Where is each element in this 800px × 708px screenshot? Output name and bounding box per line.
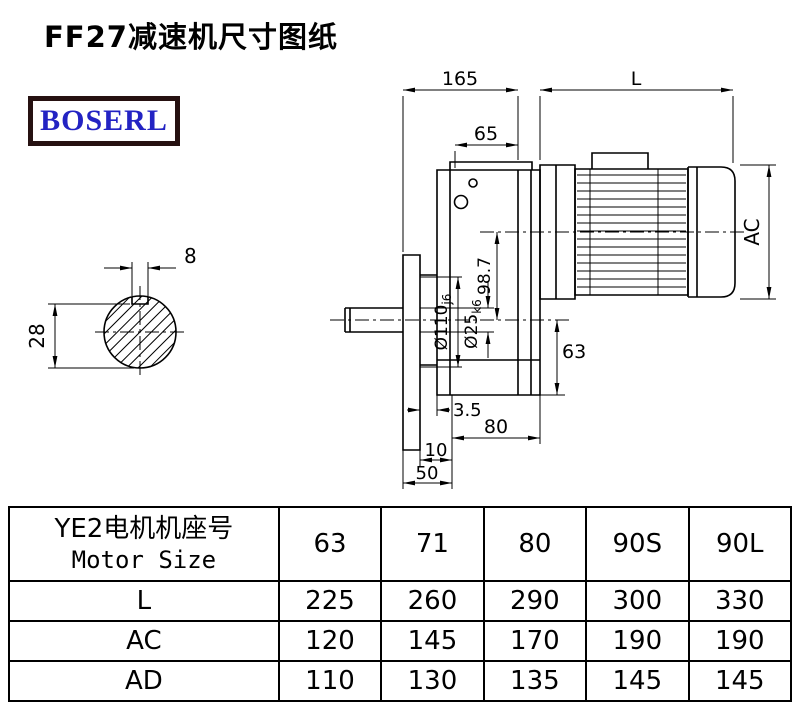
table-cell: 260	[380, 580, 485, 622]
motor-size-table: YE2电机机座号 Motor Size 63 71 80 90S 90L L 2…	[8, 506, 793, 702]
dimension-lines	[52, 87, 772, 486]
row-label-AC: AC	[8, 620, 280, 662]
housing-joints	[437, 170, 540, 395]
column-header-90L: 90L	[687, 506, 793, 582]
table-cell: 120	[277, 620, 383, 662]
housing-top-cap	[449, 161, 533, 170]
table-header-row: YE2电机机座号 Motor Size 63 71 80 90S 90L	[8, 506, 793, 582]
gearbox-dimension-drawing: 165 L 65 AC 8 28 Ø110j6 Ø25k6 98.7 63 3.…	[25, 68, 776, 489]
dim-label-L: L	[631, 68, 642, 90]
table-row-AC: AC 120 145 170 190 190	[8, 620, 793, 662]
dim-label-d25: Ø25k6	[462, 299, 484, 349]
dim-label-AC: AC	[740, 218, 764, 245]
motor-terminal-box	[591, 152, 649, 169]
dim-label-28: 28	[25, 323, 49, 348]
header-motor-size: YE2电机机座号 Motor Size	[8, 506, 280, 582]
column-header-90S: 90S	[585, 506, 690, 582]
housing-bolt-hole	[453, 194, 469, 210]
dim-label-10: 10	[425, 440, 448, 461]
dim-label-50: 50	[416, 463, 439, 484]
dim-label-63: 63	[562, 341, 586, 363]
table-cell: 130	[380, 660, 485, 702]
table-cell: 330	[687, 580, 793, 622]
header-motor-size-cn: YE2电机机座号	[54, 514, 234, 545]
table-cell: 190	[687, 620, 793, 662]
dim-label-165: 165	[442, 68, 478, 90]
table-row-L: L 225 260 290 300 330	[8, 580, 793, 622]
table-cell: 300	[585, 580, 690, 622]
table-cell: 290	[482, 580, 588, 622]
column-header-80: 80	[482, 506, 588, 582]
dim-label-98-7: 98.7	[475, 257, 495, 295]
table-cell: 225	[277, 580, 383, 622]
dim-label-3-5: 3.5	[453, 400, 482, 421]
dim-label-80: 80	[484, 416, 508, 438]
table-row-AD: AD 110 130 135 145 145	[8, 660, 793, 702]
column-header-63: 63	[277, 506, 383, 582]
row-label-AD: AD	[8, 660, 280, 702]
housing-bolt-hole-small	[468, 178, 478, 188]
boserl-logo: BOSERL	[28, 96, 180, 146]
table-cell: 190	[585, 620, 690, 662]
row-label-L: L	[8, 580, 280, 622]
detail-lines	[103, 169, 686, 369]
table-cell: 145	[687, 660, 793, 702]
dimension-labels: 165 L 65 AC 8 28 Ø110j6 Ø25k6 98.7 63 3.…	[25, 68, 764, 484]
table-cell: 145	[380, 620, 485, 662]
extension-lines	[48, 96, 776, 489]
dim-label-d110: Ø110j6	[432, 294, 454, 351]
header-motor-size-en: Motor Size	[71, 545, 217, 574]
table-cell: 135	[482, 660, 588, 702]
bearing-hub	[420, 274, 437, 366]
table-cell: 145	[585, 660, 690, 702]
part-outlines	[103, 152, 736, 451]
page-title: FF27减速机尺寸图纸	[44, 20, 338, 54]
column-header-71: 71	[380, 506, 485, 582]
table-cell: 110	[277, 660, 383, 702]
table-cell: 170	[482, 620, 588, 662]
dim-label-8: 8	[184, 244, 197, 268]
dim-label-65: 65	[474, 123, 498, 145]
mounting-flange	[402, 254, 421, 451]
boserl-logo-text: BOSERL	[40, 104, 168, 137]
output-shaft	[344, 307, 403, 333]
center-lines	[95, 231, 748, 378]
